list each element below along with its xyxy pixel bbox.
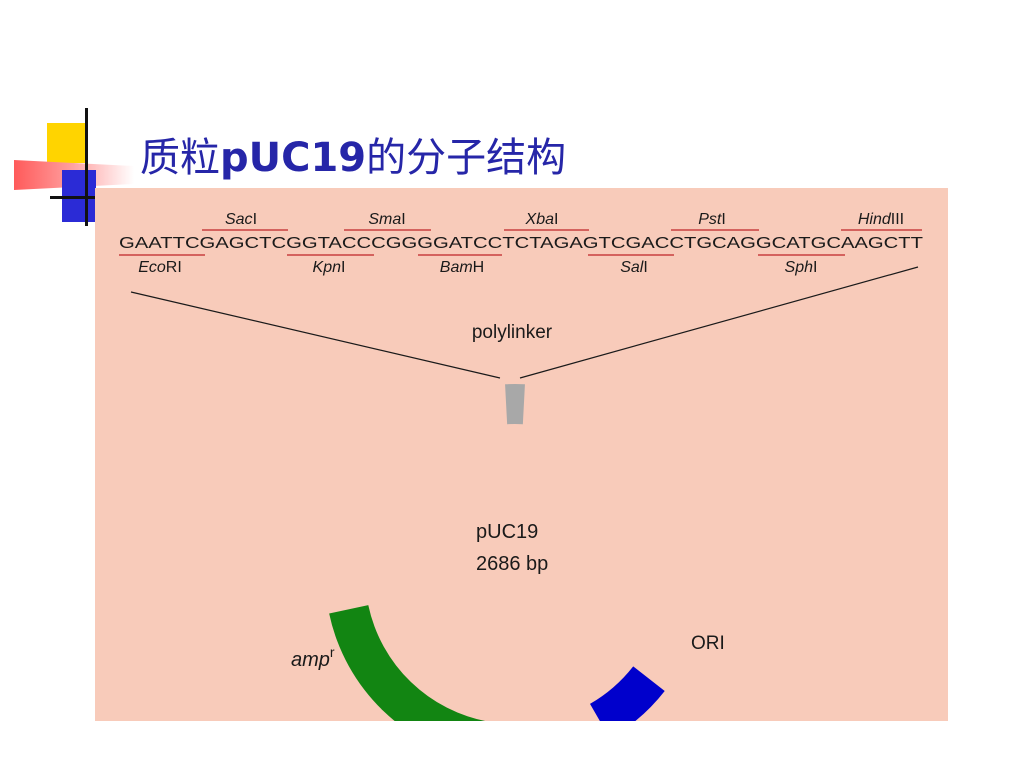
ori-label: ORI [691, 633, 725, 654]
polylinker-label: polylinker [472, 322, 553, 343]
polylinker-segment [505, 384, 525, 425]
plasmid-diagram-panel: SacI SmaI XbaI PstI HindIII GAATTCGAGCTC… [95, 188, 948, 721]
plasmid-diagram: SacI SmaI XbaI PstI HindIII GAATTCGAGCTC… [119, 211, 923, 721]
plasmid-size: 2686 bp [476, 553, 548, 575]
amp-gene-segment [329, 605, 486, 721]
logo-vertical-line [85, 108, 88, 226]
expansion-line-right [519, 266, 919, 379]
site-smai-label: SmaI [368, 211, 405, 228]
title-suffix: 的分子结构 [366, 135, 567, 181]
site-sphi-label: SphI [785, 259, 818, 276]
site-hindiii-label: HindIII [858, 211, 904, 228]
expansion-lines [130, 266, 919, 379]
plasmid-name: pUC19 [476, 521, 538, 543]
ori-segment [590, 666, 665, 721]
polylinker-sequence: GAATTCGAGCTCGGTACCCGGGGATCCTCTAGAGTCGACC… [119, 235, 923, 252]
title-prefix: 质粒 [140, 135, 220, 181]
site-ecori-label: EcoRI [138, 259, 182, 276]
site-xbai-label: XbaI [525, 211, 559, 228]
expansion-line-left [130, 291, 501, 379]
logo-horizontal-line [50, 196, 96, 199]
amp-label: ampr [291, 644, 335, 671]
bottom-site-labels: EcoRI KpnI BamH SalI SphI [138, 259, 817, 276]
title-plasmid-name: pUC19 [220, 135, 367, 181]
site-bamh-label: BamH [440, 259, 484, 276]
site-psti-label: PstI [698, 211, 726, 228]
slide-title: 质粒pUC19的分子结构 [140, 128, 566, 188]
site-saci-label: SacI [225, 211, 257, 228]
plasmid-ring [329, 384, 665, 721]
site-sali-label: SalI [620, 259, 648, 276]
logo-yellow-square [47, 123, 87, 163]
site-kpni-label: KpnI [313, 259, 346, 276]
top-site-labels: SacI SmaI XbaI PstI HindIII [225, 211, 904, 228]
